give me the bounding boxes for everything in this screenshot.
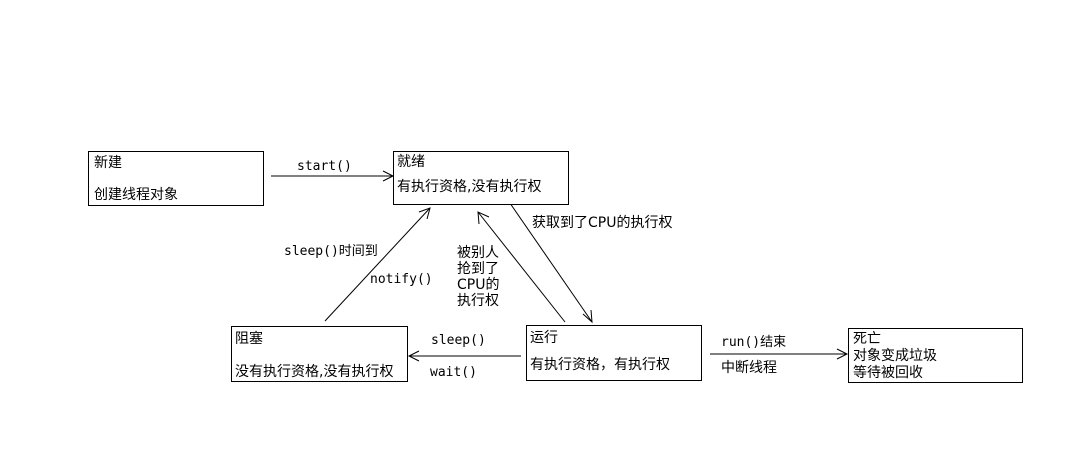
state-new-title: 新建 bbox=[94, 155, 122, 171]
state-dead-desc-line1: 对象变成垃圾 bbox=[853, 348, 937, 364]
state-new bbox=[88, 151, 264, 206]
label-preempted-4: 执行权 bbox=[457, 293, 499, 309]
state-dead bbox=[848, 328, 1023, 383]
label-preempted-3: CPU的 bbox=[457, 277, 500, 293]
label-sleep-timeout: sleep()时间到 bbox=[284, 244, 378, 259]
state-dead-title: 死亡 bbox=[853, 331, 881, 347]
state-running-desc: 有执行资格，有执行权 bbox=[530, 357, 670, 373]
state-blocked-desc: 没有执行资格,没有执行权 bbox=[235, 364, 394, 380]
label-interrupt: 中断线程 bbox=[721, 360, 777, 376]
arrow-running-to-ready bbox=[477, 211, 566, 323]
state-blocked-title: 阻塞 bbox=[235, 331, 263, 347]
label-notify: notify() bbox=[370, 272, 433, 287]
state-running-title: 运行 bbox=[530, 330, 558, 346]
arrow-blocked-to-ready bbox=[324, 207, 431, 322]
label-sleep: sleep() bbox=[431, 333, 486, 348]
label-preempted-2: 抢到了 bbox=[457, 261, 499, 277]
state-running bbox=[526, 325, 702, 381]
state-blocked bbox=[231, 326, 408, 382]
state-dead-desc-line2: 等待被回收 bbox=[853, 365, 923, 381]
state-new-desc: 创建线程对象 bbox=[94, 187, 178, 203]
label-get-cpu: 获取到了CPU的执行权 bbox=[532, 215, 673, 231]
label-run-end: run()结束 bbox=[721, 335, 787, 350]
label-start: start() bbox=[297, 159, 352, 174]
state-ready bbox=[393, 151, 569, 205]
state-ready-desc: 有执行资格,没有执行权 bbox=[397, 179, 542, 195]
state-ready-title: 就绪 bbox=[397, 154, 425, 170]
label-preempted-1: 被别人 bbox=[457, 245, 499, 261]
label-wait: wait() bbox=[430, 365, 477, 380]
